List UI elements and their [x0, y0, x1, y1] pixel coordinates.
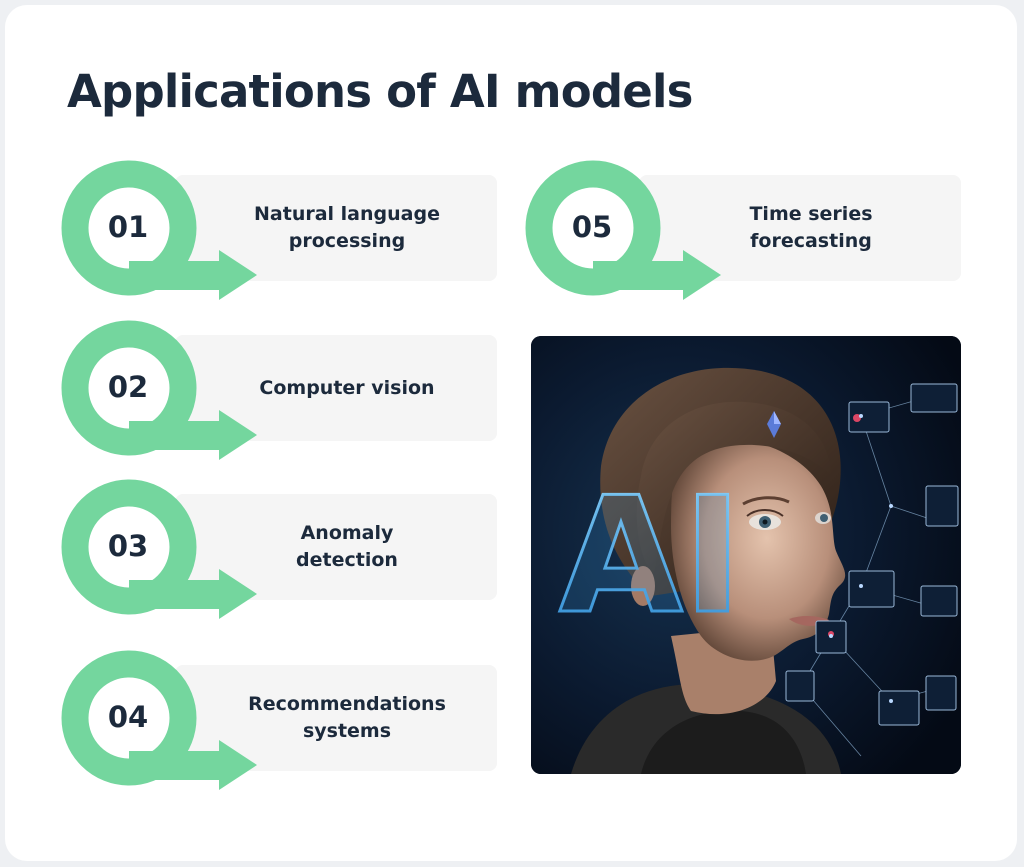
item-label: Recommendations systems [248, 693, 446, 742]
item-number: 02 [107, 370, 149, 404]
ai-portrait-image: AI AI [531, 336, 961, 774]
item-number: 05 [571, 210, 613, 244]
hud-panels [785, 383, 959, 726]
item-number: 03 [107, 529, 149, 563]
circular-arrow-icon [61, 650, 257, 790]
ai-hologram-text: AI AI [558, 461, 744, 651]
item-number: 04 [107, 700, 149, 734]
item-label: Computer vision [259, 376, 435, 399]
circular-arrow-icon [61, 320, 257, 460]
item-label: Anomaly detection [296, 522, 398, 571]
circular-arrow-icon [61, 160, 257, 300]
item-label: Natural language processing [254, 203, 440, 252]
circular-arrow-icon [525, 160, 721, 300]
item-number: 01 [107, 210, 149, 244]
ai-overlay-fill: AI [559, 462, 742, 649]
ai-overlay-text: AI [559, 462, 742, 649]
item-label: Time series forecasting [749, 203, 873, 252]
infographic-card: Applications of AI models 01 Natural lan… [5, 5, 1017, 861]
ai-portrait-illustration: AI AI [531, 336, 961, 774]
circular-arrow-icon [61, 479, 257, 619]
page-title: Applications of AI models [67, 65, 693, 118]
